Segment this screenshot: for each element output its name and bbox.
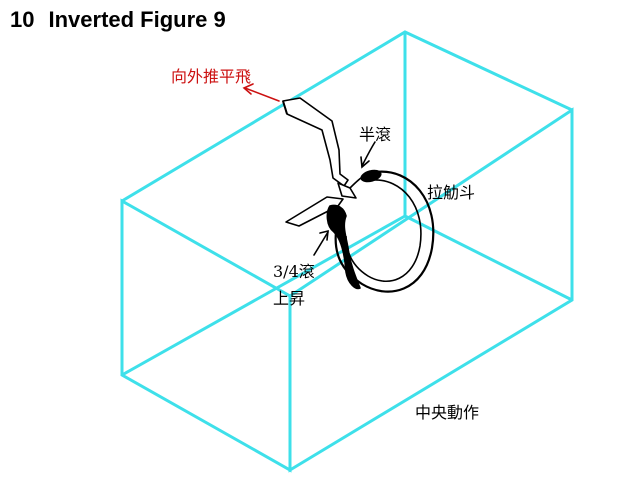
loop-inner [345,179,422,283]
center-maneuver-label: 中央動作 [415,403,479,422]
arrows [242,83,376,256]
loop-outer [334,170,435,293]
fly-out-label: 向外推平飛 [171,67,251,86]
box-front-face [120,198,292,473]
figure-title: Inverted Figure 9 [48,7,226,32]
half-roll-arrow [360,141,376,169]
figure-number: 10 [10,7,35,32]
half-roll-label: 半滾 [359,125,391,144]
three-quarter-roll-label: 3/4滾 [273,262,315,281]
fly-out-arrow [242,83,280,102]
climb-label: 上昇 [273,289,305,308]
three-quarter-roll-marker [327,205,345,231]
box-top-edges [121,30,573,203]
ribbon-twist [337,182,357,199]
pull-loop-label: 拉觔斗 [427,183,475,202]
exit-ribbon-end [282,100,288,115]
twist-to-roll-line [349,175,365,189]
flight-path [282,97,435,293]
exit-ribbon [282,97,349,187]
three-quarter-roll-arrow [313,229,329,256]
entry-ribbon [285,196,344,227]
page-title: 10 Inverted Figure 9 [10,6,226,34]
box-back-left-edge [121,214,406,377]
